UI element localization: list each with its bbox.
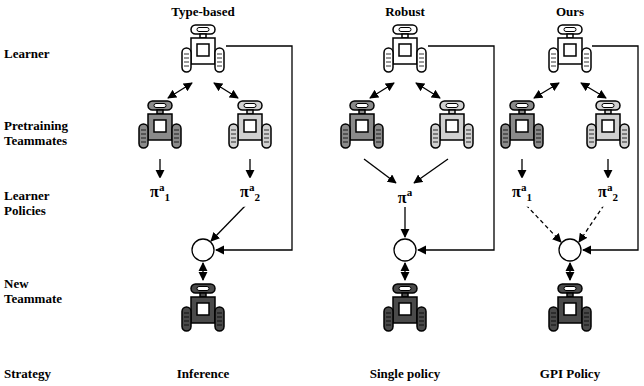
row-label: Strategy [4,366,51,381]
policy-symbol: π [598,183,607,200]
policy-symbol: π [512,183,521,200]
column-header: Ours [556,4,584,19]
policy-label: πa1 [148,178,172,207]
policy-subscript: 2 [254,191,260,203]
row-label: Learner [4,46,49,61]
policy-label: πa2 [238,178,262,207]
policy-superscript: a [521,181,527,193]
policy-superscript: a [607,181,613,193]
column-header: Robust [385,4,425,19]
policy-subscript: 2 [612,191,618,203]
policy-symbol: π [398,189,407,206]
strategy-label: GPI Policy [540,366,600,381]
row-label: Pretraining Teammates [4,118,92,148]
strategy-label: Single policy [370,366,440,381]
policy-label: πa2 [596,178,620,207]
policy-label: πa [396,183,414,206]
column-header: Type-based [171,4,234,19]
policy-symbol: π [240,183,249,200]
policy-superscript: a [159,181,165,193]
policy-symbol: π [150,183,159,200]
row-label: New Teammate [4,276,74,306]
policy-superscript: a [407,186,413,198]
strategy-label: Inference [177,366,229,381]
policy-superscript: a [249,181,255,193]
policy-label: πa1 [510,178,534,207]
policy-subscript: 1 [164,191,170,203]
policy-subscript: 1 [526,191,532,203]
row-label: Learner Policies [4,188,74,218]
